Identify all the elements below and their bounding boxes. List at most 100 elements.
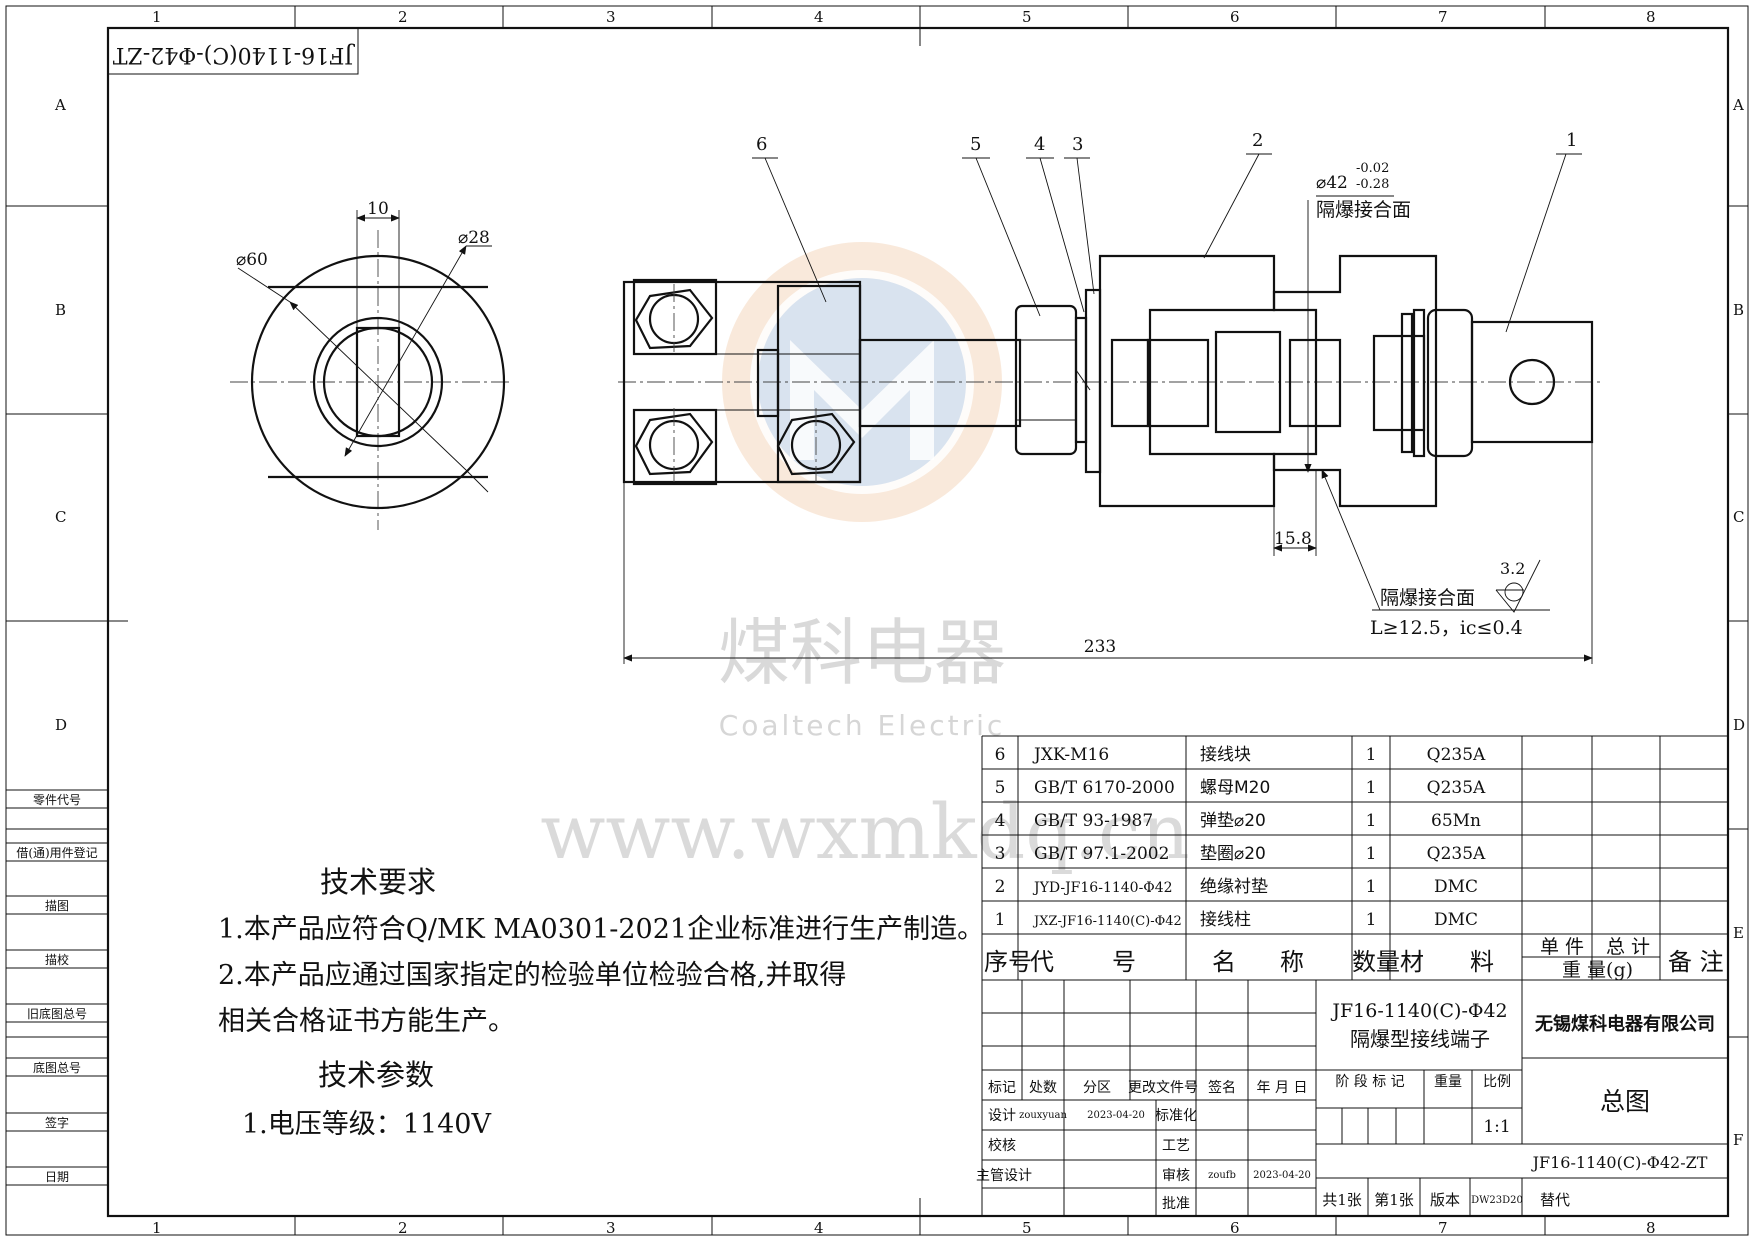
front-view: ⌀42 -0.02 -0.28 隔爆接合面 15.8 隔爆接合面 L≥12.5，… [618, 130, 1602, 664]
rev-header-mark: 标记 [988, 1080, 1016, 1096]
stage-mark-label: 阶 段 标 记 [1335, 1074, 1404, 1090]
bom-table: 6 JXK-M16 接线块 1 Q235A 5 GB/T 6170-2000 螺… [981, 735, 1728, 1216]
drawing-name: 总图 [1600, 1087, 1650, 1116]
watermark-name-en: Coaltech Electric [719, 709, 1006, 742]
grid-row-c-right: C [1733, 508, 1744, 526]
mirrored-code-box: JF16-1140(C)-Φ42-ZT [107, 27, 359, 75]
balloon-3: 3 [1072, 134, 1083, 155]
bom-row5-material: Q235A [1427, 778, 1486, 798]
bom-header-weight: 重 量(g) [1562, 959, 1633, 981]
bom-row5-code: GB/T 6170-2000 [1034, 778, 1175, 798]
dim-phi42-tol-lower: -0.28 [1356, 177, 1389, 192]
bom-row4-qty: 1 [1366, 811, 1377, 831]
bom-row1-no: 1 [995, 910, 1006, 930]
dim-phi42-tol-upper: -0.02 [1356, 161, 1389, 176]
bom-row3-no: 3 [995, 844, 1006, 864]
grid-col-1-bottom: 1 [152, 1219, 162, 1237]
tech-req-title: 技术要求 [320, 865, 436, 899]
dim-width-10: 10 [367, 199, 389, 219]
design-date: 2023-04-20 [1087, 1110, 1145, 1121]
part-1-terminal-post [1400, 308, 1594, 458]
bom-row2-name: 绝缘衬垫 [1200, 877, 1268, 897]
mirrored-code-text: JF16-1140(C)-Φ42-ZT [112, 42, 355, 67]
bom-row2-no: 2 [995, 877, 1006, 897]
bom-row5-name: 螺母M20 [1200, 778, 1270, 798]
version-label: 版本 [1430, 1191, 1460, 1209]
grid-col-2: 2 [398, 8, 408, 26]
bom-header-total: 总 计 [1606, 936, 1650, 958]
rev-header-file: 更改文件号 [1128, 1080, 1198, 1096]
grid-col-6: 6 [1230, 8, 1240, 26]
dim-15-8: 15.8 [1274, 529, 1312, 549]
strip-trace: 描图 [45, 899, 69, 913]
dim-phi28: ⌀28 [458, 228, 490, 248]
approve-label: 批准 [1162, 1196, 1190, 1212]
bom-header-code-a: 代 [1030, 948, 1054, 976]
side-view: 10 ⌀60 ⌀28 [230, 199, 512, 530]
tech-req-2a: 2.本产品应通过国家指定的检验单位检验合格,并取得 [218, 960, 846, 991]
balloon-4: 4 [1034, 134, 1045, 155]
strip-signature: 签字 [45, 1115, 69, 1130]
bom-row2-qty: 1 [1366, 877, 1377, 897]
bom-row6-code: JXK-M16 [1032, 745, 1109, 765]
grid-row-a-right: A [1732, 96, 1744, 114]
watermark-name-cn: 煤科电器 [718, 611, 1006, 695]
part-5-nut [1014, 304, 1088, 456]
rev-header-sign: 签名 [1208, 1079, 1236, 1096]
strip-base-no: 底图总号 [33, 1060, 81, 1075]
rev-header-date: 年 月 日 [1257, 1080, 1308, 1096]
drawing-number: JF16-1140(C)-Φ42-ZT [1531, 1153, 1708, 1172]
bom-row6-material: Q235A [1427, 745, 1486, 765]
bom-row3-name: 垫圈⌀20 [1200, 844, 1266, 864]
grid-col-5-bottom: 5 [1022, 1219, 1032, 1237]
left-strip: 零件代号 借(通)用件登记 描图 描校 旧底图总号 底图总号 签字 日期 [6, 789, 108, 1186]
review-date: 2023-04-20 [1253, 1170, 1311, 1181]
bom-row1-code: JXZ-JF16-1140(C)-Φ42 [1032, 914, 1182, 929]
bom-row5-no: 5 [995, 778, 1006, 798]
grid-col-7-bottom: 7 [1438, 1219, 1448, 1237]
reviewer-name: zoufb [1208, 1170, 1236, 1181]
grid-row-f-right: F [1733, 1131, 1743, 1149]
product-name: 隔爆型接线端子 [1350, 1027, 1490, 1051]
bom-row6-name: 接线块 [1200, 745, 1251, 765]
product-code: JF16-1140(C)-Φ42 [1330, 1000, 1507, 1022]
grid-row-d-right: D [1733, 716, 1745, 734]
grid-row-b: B [55, 301, 66, 319]
company-name: 无锡煤科电器有限公司 [1535, 1013, 1715, 1035]
grid-row-c: C [55, 508, 66, 526]
flame-joint-label-bottom: 隔爆接合面 [1380, 587, 1475, 609]
bom-row2-code: JYD-JF16-1140-Φ42 [1032, 880, 1173, 896]
weight-label: 重量 [1434, 1074, 1462, 1090]
grid-row-a: A [54, 96, 66, 114]
bom-row4-code: GB/T 93-1987 [1034, 811, 1153, 831]
bom-row3-code: GB/T 97.1-2002 [1034, 844, 1169, 864]
bom-row6-qty: 1 [1366, 745, 1377, 765]
technical-notes: 技术要求 1.本产品应符合Q/MK MA0301-2021企业标准进行生产制造。… [218, 865, 984, 1140]
bom-row4-material: 65Mn [1431, 811, 1481, 831]
grid-row-d: D [55, 716, 67, 734]
designer-name: zouxyuan [1019, 1110, 1067, 1121]
grid-col-1: 1 [152, 8, 162, 26]
strip-part-code: 零件代号 [33, 793, 81, 807]
grid-col-8-bottom: 8 [1646, 1219, 1656, 1237]
review-label: 审核 [1162, 1168, 1190, 1184]
strip-trace-check: 描校 [45, 952, 69, 967]
bom-header-name-a: 名 [1212, 948, 1236, 976]
tech-param-1: 1.电压等级：1140V [242, 1109, 491, 1140]
sheet-number: 第1张 [1374, 1191, 1414, 1209]
standardize-label: 标准化 [1155, 1108, 1197, 1124]
tech-req-1: 1.本产品应符合Q/MK MA0301-2021企业标准进行生产制造。 [218, 914, 984, 945]
sheets-total: 共1张 [1322, 1191, 1362, 1209]
strip-borrow-register: 借(通)用件登记 [16, 845, 97, 860]
grid-col-5: 5 [1022, 8, 1032, 26]
flame-joint-spec: L≥12.5，ic≤0.4 [1370, 617, 1523, 639]
part-3-washer [1084, 288, 1102, 474]
bom-header-no: 序号 [984, 948, 1032, 976]
bom-header-unit: 单 件 [1540, 936, 1584, 958]
replace-label: 替代 [1540, 1191, 1570, 1209]
part-2-insulating-liner [1098, 254, 1438, 508]
bom-row3-material: Q235A [1427, 844, 1486, 864]
bom-header-code-b: 号 [1112, 948, 1136, 976]
design-label: 设计 [988, 1108, 1016, 1124]
